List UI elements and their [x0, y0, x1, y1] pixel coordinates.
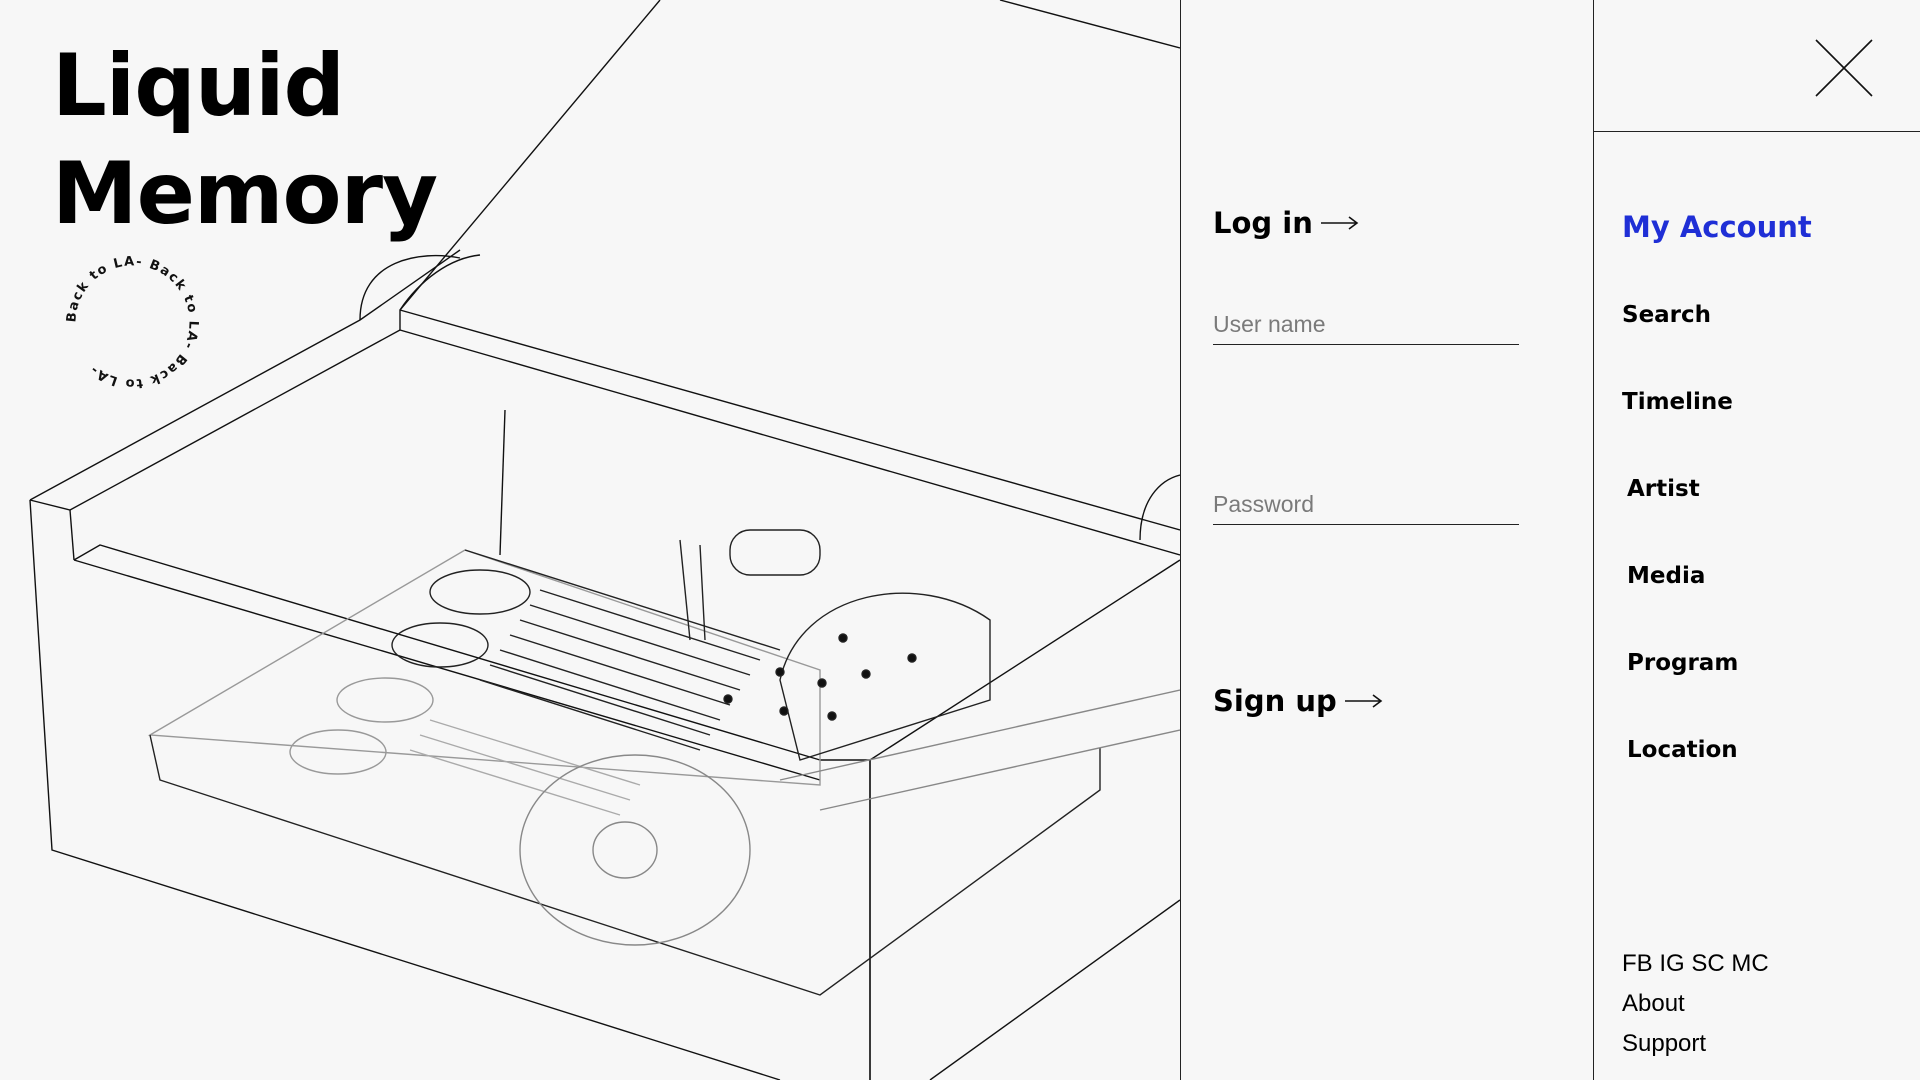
support-link[interactable]: Support — [1622, 1030, 1707, 1057]
arrow-right-icon — [1320, 216, 1359, 230]
menu-item-location[interactable]: Location — [1627, 737, 1738, 763]
close-icon[interactable] — [1814, 38, 1874, 98]
site-title[interactable]: Liquid Memory — [52, 32, 438, 248]
password-field[interactable] — [1213, 484, 1519, 525]
svg-text:Back to LA- Back to LA- Back t: Back to LA- Back to LA- Back to LA- — [64, 254, 200, 390]
menu-header — [1594, 0, 1920, 132]
menu-item-timeline[interactable]: Timeline — [1622, 389, 1733, 415]
signup-label: Sign up — [1213, 684, 1337, 718]
signup-link[interactable]: Sign up — [1213, 684, 1385, 718]
music-box-illustration — [29, 0, 1180, 1080]
login-label: Log in — [1213, 206, 1313, 240]
social-links[interactable]: FB IG SC MC — [1622, 950, 1769, 977]
navigation-panel: My Account Search Timeline Artist Media … — [1593, 0, 1920, 1080]
about-link[interactable]: About — [1622, 990, 1685, 1017]
back-to-la-badge[interactable]: Back to LA- Back to LA- Back to LA- — [55, 245, 210, 400]
menu-item-program[interactable]: Program — [1627, 650, 1739, 676]
menu-item-artist[interactable]: Artist — [1627, 476, 1700, 502]
badge-text: Back to LA- Back to LA- Back to LA- — [64, 254, 199, 390]
menu-item-my-account[interactable]: My Account — [1622, 210, 1812, 244]
site-title-line1: Liquid — [52, 36, 345, 136]
menu-item-search[interactable]: Search — [1622, 302, 1712, 328]
arrow-right-icon — [1344, 694, 1383, 708]
username-field[interactable] — [1213, 304, 1519, 345]
login-link[interactable]: Log in — [1213, 206, 1361, 240]
cylinder-comb-icon — [147, 529, 1180, 996]
menu-item-media[interactable]: Media — [1627, 563, 1706, 589]
login-panel: Log in Sign up — [1180, 0, 1594, 1080]
box-outline-icon — [29, 0, 1180, 1080]
site-title-line2: Memory — [52, 144, 438, 244]
